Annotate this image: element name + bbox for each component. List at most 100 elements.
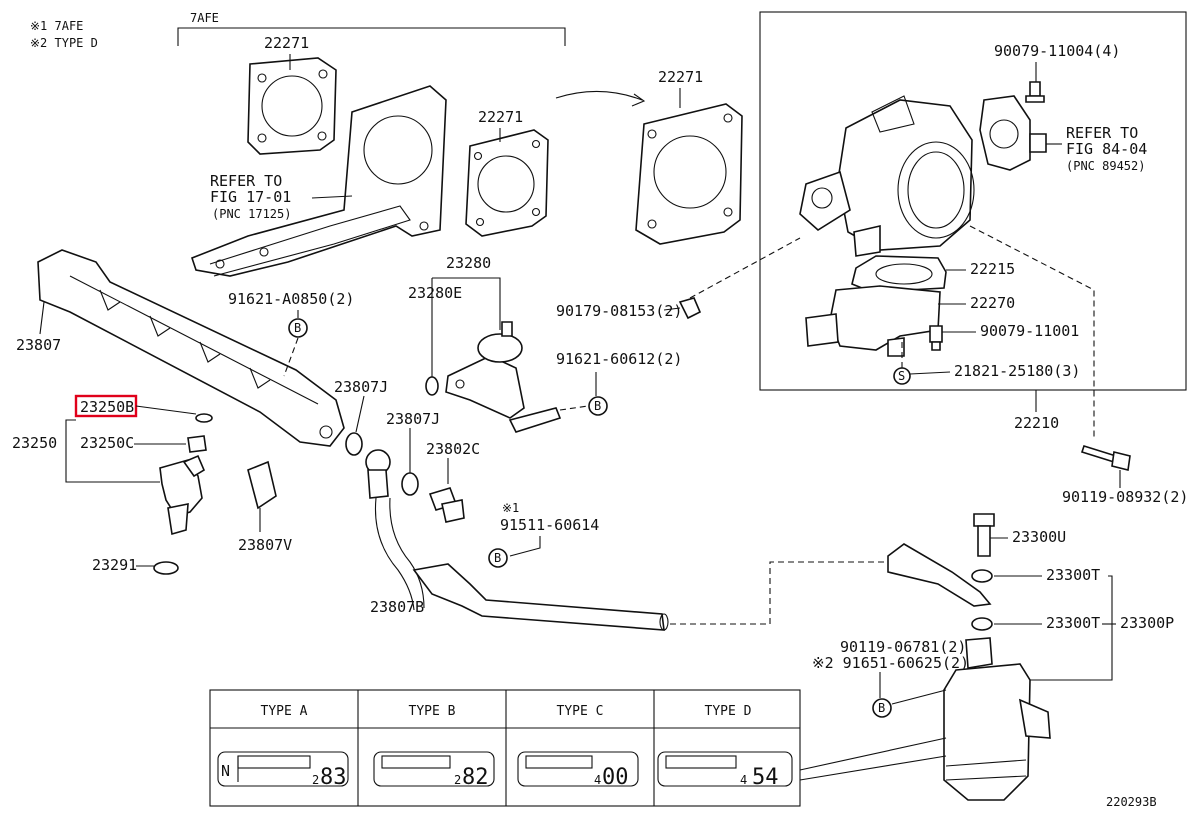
svg-text:B: B	[878, 701, 885, 715]
label-23807j-a: 23807J	[334, 378, 388, 396]
label-23300t-a: 23300T	[1046, 566, 1100, 584]
group-7afe-label: 7AFE	[190, 11, 219, 25]
throttle-body-22210	[799, 95, 975, 257]
svg-text:4: 4	[740, 773, 747, 787]
type-a-header: TYPE A	[261, 704, 308, 719]
fuel-pipe	[412, 563, 669, 631]
nut-90179-08153	[678, 297, 702, 320]
label-90079-11004: 90079-11004(4)	[994, 42, 1120, 60]
throttle-sensor	[979, 95, 1047, 171]
label-90079-11001: 90079-11001	[980, 322, 1079, 340]
label-91621-60612: 91621-60612(2)	[556, 350, 682, 368]
bolt-23802c	[428, 487, 465, 523]
label-23250b[interactable]: 23250B	[80, 398, 134, 416]
svg-text:82: 82	[462, 765, 489, 790]
label-91651-60625: ※2 91651-60625(2)	[812, 654, 969, 672]
svg-text:83: 83	[320, 765, 347, 790]
type-c-stamp: 4 00	[517, 751, 639, 790]
label-21821-25180: 21821-25180(3)	[954, 362, 1080, 380]
note-type-d: ※2 TYPE D	[30, 36, 98, 50]
marker-s: S	[893, 367, 911, 385]
gasket-23807j-a	[345, 432, 363, 456]
label-refer-to-84: REFER TO	[1066, 124, 1138, 142]
svg-text:B: B	[494, 551, 501, 565]
gasket-23300t-a	[971, 569, 993, 583]
o-ring-23250b	[195, 413, 213, 423]
figure-id: 220293B	[1106, 795, 1157, 809]
label-fig-17-01: FIG 17-01	[210, 188, 291, 206]
pressure-regulator-23280	[445, 321, 562, 433]
gasket-22271-small	[247, 57, 337, 155]
note-7afe: ※1 7AFE	[30, 19, 83, 33]
label-23280e: 23280E	[408, 284, 462, 302]
label-23802c: 23802C	[426, 440, 480, 458]
label-23300u: 23300U	[1012, 528, 1066, 546]
o-ring-23280e	[425, 376, 439, 396]
throttle-body-frame	[759, 11, 1187, 391]
svg-text:2: 2	[454, 773, 461, 787]
intake-plate	[191, 85, 447, 277]
label-star1: ※1	[502, 501, 519, 515]
group-7afe-bracket: 7AFE	[177, 11, 566, 46]
label-22210: 22210	[1014, 414, 1059, 432]
type-d-header: TYPE D	[705, 704, 752, 719]
label-pnc-89452: (PNC 89452)	[1066, 159, 1145, 173]
label-22271-c: 22271	[658, 68, 703, 86]
gasket-23807j-b	[401, 472, 419, 496]
gasket-23300t-b	[971, 617, 993, 631]
marker-b-91621-a0850: B	[288, 318, 308, 338]
marker-b-91621-60612: B	[588, 396, 608, 416]
label-22270: 22270	[970, 294, 1015, 312]
svg-text:54: 54	[752, 765, 779, 790]
label-fig-84-04: FIG 84-04	[1066, 140, 1147, 158]
svg-text:N: N	[221, 762, 230, 780]
label-23291: 23291	[92, 556, 137, 574]
label-23250: 23250	[12, 434, 57, 452]
type-b-stamp: 2 82	[373, 751, 495, 790]
fuel-filter-23300	[943, 637, 1051, 801]
filter-hose	[887, 543, 992, 607]
label-23250c: 23250C	[80, 434, 134, 452]
svg-text:B: B	[294, 321, 301, 335]
label-23807: 23807	[16, 336, 61, 354]
label-22271-b: 22271	[478, 108, 523, 126]
label-pnc-17125: (PNC 17125)	[212, 207, 291, 221]
label-91621-a0850: 91621-A0850(2)	[228, 290, 354, 308]
screw-90079-11001	[929, 325, 943, 351]
label-90179-08153: 90179-08153(2)	[556, 302, 682, 320]
label-23280: 23280	[446, 254, 491, 272]
bolt-23300u	[973, 513, 995, 557]
type-a-stamp: N 2 83	[217, 751, 349, 790]
injector-23250	[159, 454, 206, 536]
type-c-header: TYPE C	[557, 704, 604, 719]
insulator-23807v	[247, 460, 277, 510]
bolt-90079-11004	[1025, 81, 1045, 103]
bolt-90119-08932	[1080, 445, 1131, 471]
svg-text:B: B	[594, 399, 601, 413]
label-90119-06781: 90119-06781(2)	[840, 638, 966, 656]
label-23807j-b: 23807J	[386, 410, 440, 428]
label-23300t-b: 23300T	[1046, 614, 1100, 632]
type-table: TYPE A TYPE B TYPE C TYPE D N 2 83 2 82 …	[209, 689, 801, 807]
svg-text:S: S	[898, 369, 905, 383]
gasket-22271-large	[635, 103, 743, 245]
label-90119-08932: 90119-08932(2)	[1062, 488, 1188, 506]
type-d-stamp: 4 54	[657, 751, 793, 790]
marker-b-91511: B	[488, 548, 508, 568]
label-23807b: 23807B	[370, 598, 424, 616]
svg-text:00: 00	[602, 765, 629, 790]
label-22215: 22215	[970, 260, 1015, 278]
direction-arrow	[555, 90, 643, 101]
union-23807b	[365, 449, 425, 611]
seal-23291	[153, 561, 179, 575]
fuel-rail-23807	[37, 249, 345, 447]
svg-text:4: 4	[594, 773, 601, 787]
svg-text:2: 2	[312, 773, 319, 787]
label-23807v: 23807V	[238, 536, 292, 554]
label-22271-a: 22271	[264, 34, 309, 52]
gasket-22271-mid	[465, 129, 549, 237]
marker-b-filter: B	[872, 698, 892, 718]
label-refer-to-17: REFER TO	[210, 172, 282, 190]
type-b-header: TYPE B	[409, 704, 456, 719]
